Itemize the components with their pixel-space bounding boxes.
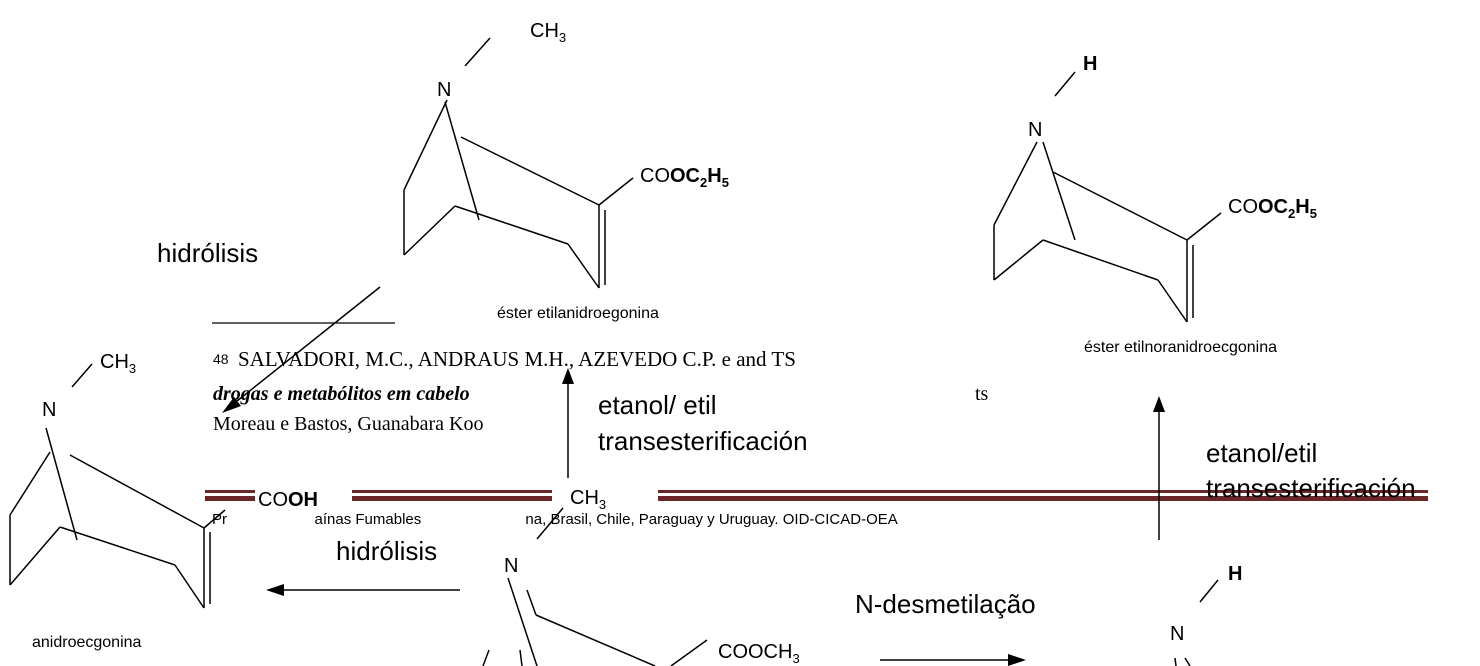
footnote-line-1: SALVADORI, M.C., ANDRAUS M.H., AZEVEDO C… <box>238 347 796 371</box>
etilanidro-name: éster etilanidroegonina <box>497 305 659 322</box>
anidroecgonina-acid: COOH <box>258 489 318 511</box>
compound-etilanidroegonina <box>403 37 634 289</box>
label-transester-right-1: etanol/etil <box>1206 438 1317 468</box>
label-hydrolysis-bottom: hidrólisis <box>336 536 437 566</box>
anidroecgonina-name: anidroecgonina <box>32 634 142 651</box>
label-transester-center-2: transesterificación <box>598 426 808 456</box>
etilnoranidro-n: N <box>1028 119 1042 141</box>
etilanidro-ester: COOC2H5 <box>640 165 729 190</box>
compound-anidroecgonina <box>9 363 226 609</box>
arrow-hydrolysis-bottom <box>266 584 460 596</box>
bottom-right-h: H <box>1228 563 1242 585</box>
etilnoranidro-ester: COOC2H5 <box>1228 196 1317 221</box>
footnote-line-3: Moreau e Bastos, Guanabara Koo <box>213 413 483 435</box>
footer-rule-1 <box>205 490 255 493</box>
footer-rule-1b <box>205 496 255 501</box>
bottom-right-n: N <box>1170 623 1184 645</box>
label-transester-center-1: etanol/ etil <box>598 390 717 420</box>
compound-bottom-right <box>1174 579 1219 666</box>
etilanidro-ch3: CH3 <box>530 20 566 45</box>
etilanidro-n: N <box>437 79 451 101</box>
arrow-hydrolysis-top <box>222 286 381 413</box>
footer-rule-2b <box>352 496 552 501</box>
running-footer: Pr aínas Fumables na, Brasil, Chile, Par… <box>212 511 898 528</box>
etilnoranidro-name: éster etilnoranidroecgonina <box>1084 339 1277 356</box>
document-footnote: 48 SALVADORI, M.C., ANDRAUS M.H., AZEVED… <box>212 322 989 435</box>
center-ester: COOCH3 <box>718 641 800 666</box>
footer-rule-2 <box>352 490 552 493</box>
center-n: N <box>504 555 518 577</box>
compound-etilnoranidroecgonina <box>993 71 1222 323</box>
arrow-demethylation <box>880 654 1026 666</box>
footnote-line-2-tail: ts <box>975 383 989 405</box>
footer-rule-3 <box>658 490 1428 493</box>
anidroecgonina-ch3: CH3 <box>100 351 136 376</box>
compound-center <box>482 507 708 666</box>
arrow-transester-right <box>1153 396 1165 540</box>
footnote-line-2: drogas e metabólitos em cabelo <box>213 383 470 405</box>
anidroecgonina-n: N <box>42 399 56 421</box>
label-demethylation: N-desmetilação <box>855 589 1036 619</box>
etilnoranidro-h: H <box>1083 53 1097 75</box>
footnote-number: 48 <box>213 351 229 367</box>
footer-rule-3b <box>658 496 1428 501</box>
center-ch3: CH3 <box>570 487 606 512</box>
label-transester-right-2: transesterificación <box>1206 473 1416 503</box>
label-hydrolysis-top: hidrólisis <box>157 238 258 268</box>
arrow-transester-center <box>562 368 574 478</box>
document-footer-band: Pr aínas Fumables na, Brasil, Chile, Par… <box>205 490 1428 528</box>
